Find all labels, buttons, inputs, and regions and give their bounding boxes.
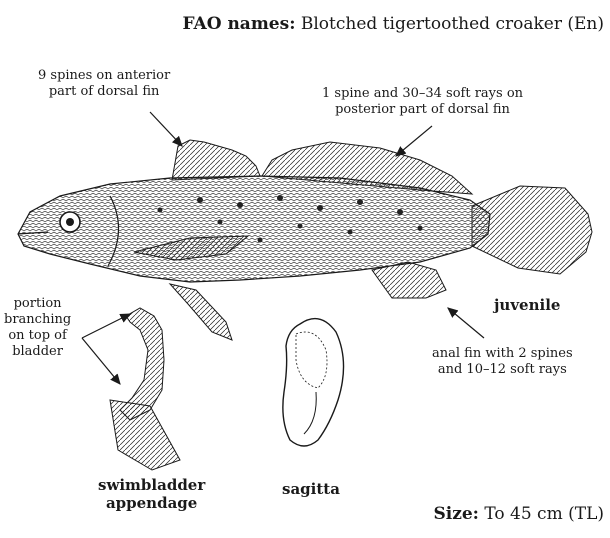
sagitta-otolith <box>283 319 344 446</box>
arrow-branch-bottom <box>82 338 120 384</box>
label-juvenile: juvenile <box>494 296 560 314</box>
size-label: Size: <box>433 504 478 524</box>
caption-sagitta: sagitta <box>282 480 340 498</box>
label-posterior-dorsal: 1 spine and 30–34 soft rays on posterior… <box>322 86 523 118</box>
arrow-branch-top <box>82 314 130 338</box>
size-info: Size: To 45 cm (TL) <box>433 504 604 524</box>
arrow-anterior-dorsal <box>150 112 182 146</box>
pelvic-fin <box>170 284 232 340</box>
arrow-anal-fin <box>448 308 484 338</box>
caudal-fin <box>472 186 592 274</box>
size-value: To 45 cm (TL) <box>484 504 604 524</box>
label-anterior-dorsal: 9 spines on anterior part of dorsal fin <box>38 68 170 100</box>
caption-swimbladder-appendage: swimbladder appendage <box>98 476 205 512</box>
label-swimbladder-branch: portion branching on top of bladder <box>4 296 71 360</box>
anterior-dorsal-fin <box>172 140 260 180</box>
swimbladder-appendage-drawing <box>110 308 180 470</box>
label-anal-fin: anal fin with 2 spines and 10–12 soft ra… <box>432 346 573 378</box>
arrow-posterior-dorsal <box>396 126 432 156</box>
anal-fin <box>372 262 446 298</box>
